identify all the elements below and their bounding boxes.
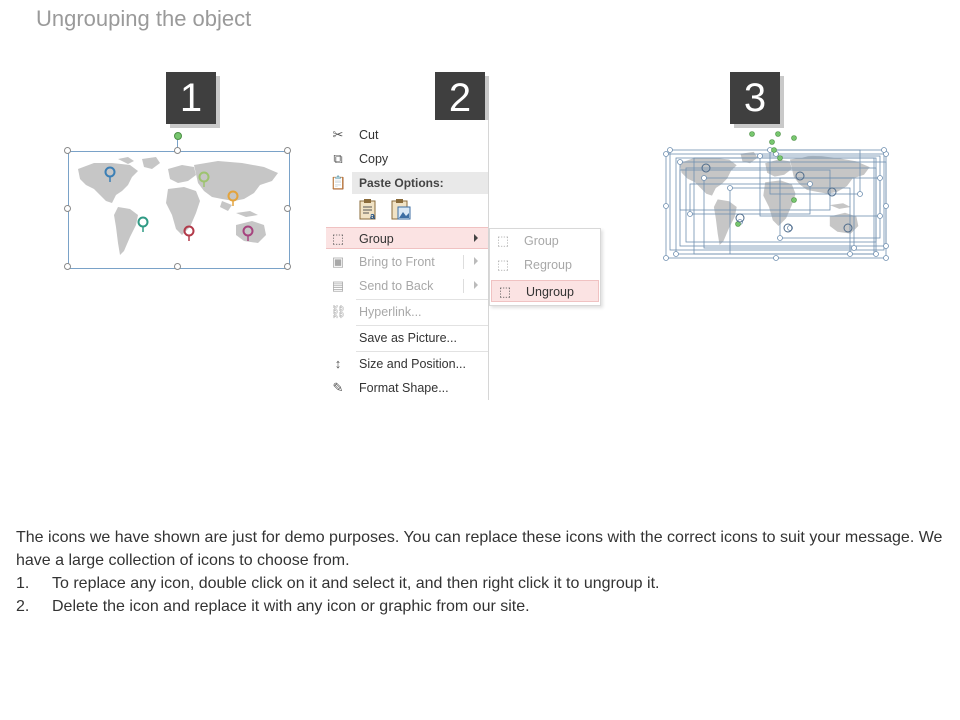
map-pin-icon	[104, 166, 116, 182]
paste-keep-text-icon[interactable]: a	[358, 198, 380, 222]
menu-separator	[356, 325, 488, 326]
context-menu: ✂ Cut ⧉ Copy 📋 Paste Options: a ⬚ Group …	[326, 120, 489, 400]
map-pin-icon	[227, 190, 239, 206]
resize-handle[interactable]	[64, 205, 71, 212]
world-map	[78, 157, 278, 255]
resize-handle[interactable]	[284, 263, 291, 270]
submenu-item-regroup[interactable]: ⬚ Regroup	[496, 257, 572, 272]
step-badge-1: 1	[166, 72, 216, 124]
instructions: The icons we have shown are just for dem…	[16, 526, 946, 618]
resize-handle[interactable]	[64, 147, 71, 154]
menu-item-size-and-position[interactable]: ↕ Size and Position...	[326, 353, 488, 375]
submenu-arrow-icon	[474, 281, 478, 289]
menu-item-send-to-back[interactable]: ▤ Send to Back	[326, 275, 488, 297]
menu-item-hyperlink[interactable]: ⛓ Hyperlink...	[330, 304, 422, 319]
map-pin-icon	[198, 171, 210, 187]
group-icon: ⬚	[331, 231, 345, 246]
rotate-handle[interactable]	[174, 132, 182, 140]
paste-picture-icon[interactable]	[390, 198, 412, 222]
submenu-item-group[interactable]: ⬚ Group	[496, 233, 559, 248]
submenu-item-ungroup[interactable]: ⬚ Ungroup	[491, 280, 599, 302]
map-pin-icon	[137, 216, 149, 232]
menu-item-group[interactable]: ⬚ Group	[326, 227, 488, 249]
scissors-icon: ✂	[332, 127, 344, 142]
submenu-arrow-icon	[474, 234, 478, 242]
group-icon: ⬚	[496, 233, 510, 248]
svg-text:a: a	[370, 211, 376, 221]
step-badge-3: 3	[730, 72, 780, 124]
paste-options-header: Paste Options:	[352, 172, 488, 194]
map-pins	[104, 166, 254, 241]
menu-item-save-as-picture[interactable]: Save as Picture...	[359, 331, 457, 345]
resize-handle[interactable]	[174, 147, 181, 154]
menu-separator	[356, 299, 488, 300]
intro-paragraph: The icons we have shown are just for dem…	[16, 529, 943, 569]
slide-title: Ungrouping the object	[36, 6, 252, 31]
list-item: 1. To replace any icon, double click on …	[16, 575, 660, 592]
regroup-icon: ⬚	[496, 257, 510, 272]
list-item: 2. Delete the icon and replace it with a…	[16, 598, 530, 615]
ungrouped-map	[663, 131, 889, 261]
menu-item-copy[interactable]: ⧉ Copy	[326, 148, 488, 170]
copy-icon: ⧉	[333, 151, 343, 166]
submenu-arrow-icon	[474, 257, 478, 265]
menu-item-bring-to-front[interactable]: ▣ Bring to Front	[326, 251, 488, 273]
send-back-icon: ▤	[331, 278, 345, 293]
ungroup-icon: ⬚	[498, 284, 512, 299]
map-pin-icon	[183, 225, 195, 241]
step-badge-2: 2	[435, 72, 485, 124]
resize-handle[interactable]	[64, 263, 71, 270]
bring-front-icon: ▣	[331, 254, 345, 269]
menu-item-format-shape[interactable]: ✎ Format Shape...	[326, 377, 488, 399]
map-pin-icon	[242, 225, 254, 241]
resize-handle[interactable]	[284, 147, 291, 154]
resize-handle[interactable]	[284, 205, 291, 212]
menu-separator	[356, 351, 488, 352]
menu-item-cut[interactable]: ✂ Cut	[326, 124, 488, 146]
clipboard-icon: 📋	[330, 175, 347, 190]
paint-icon: ✎	[332, 380, 344, 395]
resize-handle[interactable]	[174, 263, 181, 270]
group-submenu: ⬚ Group ⬚ Regroup ⬚ Ungroup	[489, 228, 601, 306]
link-icon: ⛓	[330, 304, 347, 319]
size-icon: ↕	[334, 356, 342, 371]
